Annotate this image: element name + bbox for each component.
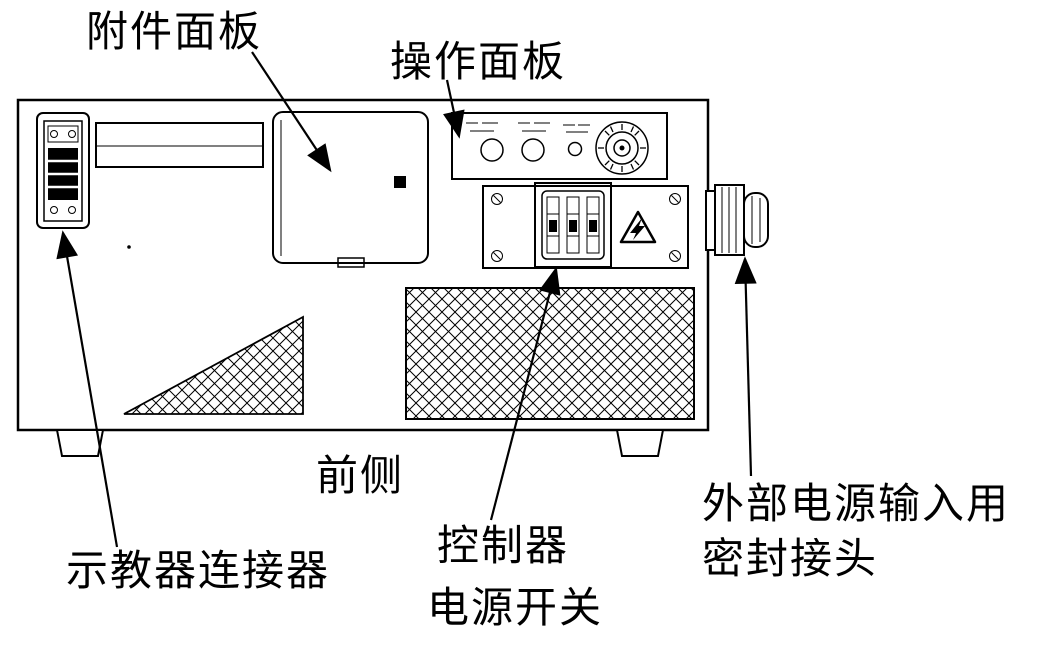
printed-dot	[127, 245, 131, 249]
breaker-poles	[546, 196, 600, 254]
panel-tab	[337, 257, 365, 268]
label-front-side: 前侧	[316, 454, 404, 500]
label-accessory-panel: 附件面板	[86, 10, 262, 56]
foot-right	[615, 429, 665, 457]
warning-triangle-icon	[619, 210, 657, 244]
label-power-switch-line2: 电源开关	[427, 586, 603, 632]
panel-fine-print	[466, 122, 590, 133]
operation-panel	[451, 112, 668, 180]
label-teach-pendant-connector: 示教器连接器	[66, 549, 330, 595]
label-external-power-line1: 外部电源输入用	[702, 482, 1010, 528]
teach-pendant-connector	[36, 112, 90, 229]
panel-indicator	[567, 141, 583, 157]
panel-button-2	[521, 138, 545, 162]
accessory-panel	[272, 111, 429, 268]
operation-panel-arrow	[443, 79, 465, 139]
emergency-stop-knob	[595, 121, 649, 175]
cable-gland	[705, 184, 769, 256]
panel-button-1	[480, 138, 504, 162]
leader-arrows	[56, 51, 757, 548]
foot-left	[55, 429, 105, 457]
accessory-panel-arrow	[251, 51, 332, 173]
rect-vent-grille	[405, 287, 695, 420]
power-switch-arrow	[489, 266, 561, 521]
teach-connector-arrow	[56, 230, 119, 548]
power-switch-plate	[482, 182, 689, 269]
plate-screws	[491, 193, 681, 262]
panel-latch	[394, 176, 406, 188]
label-operation-panel: 操作面板	[390, 40, 566, 86]
label-external-power-line2: 密封接头	[702, 536, 878, 583]
cable-gland-arrow	[734, 256, 757, 477]
power-breaker-switch	[534, 182, 612, 268]
vent-slot	[95, 122, 264, 168]
triangle-vent-grille	[123, 315, 304, 415]
label-power-switch-line1: 控制器	[437, 524, 569, 570]
device-body-outline	[16, 98, 710, 432]
